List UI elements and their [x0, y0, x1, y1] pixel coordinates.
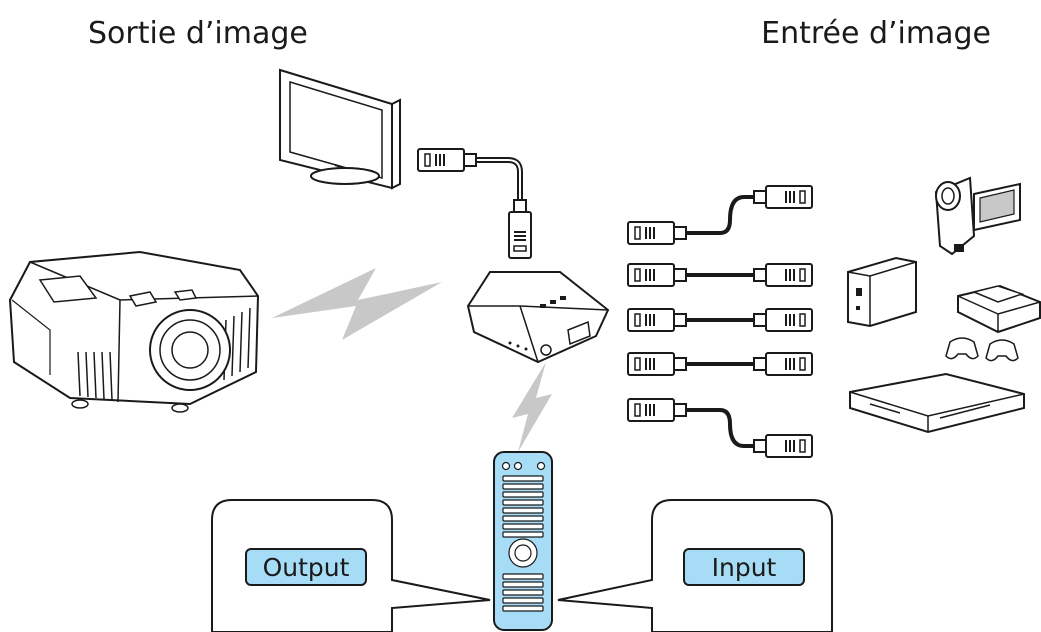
hdmi-cable-icon: [627, 352, 813, 376]
projector-icon: [8, 250, 260, 413]
output-button[interactable]: Output: [245, 548, 367, 586]
hdmi-cable-icon: [627, 308, 813, 332]
hdmi-link-box-icon: [466, 271, 610, 364]
hdmi-cable-icon: [627, 185, 813, 245]
remote-control-icon: [493, 451, 553, 631]
input-button[interactable]: Input: [683, 548, 805, 586]
wireless-signal-icon: [272, 268, 442, 340]
hdmi-cable-icon: [627, 263, 813, 287]
input-heading: Entrée d’image: [761, 16, 991, 51]
hdmi-cable-icon: [417, 148, 532, 259]
monitor-icon: [279, 68, 401, 190]
camcorder-icon: [934, 176, 1021, 256]
wireless-signal-icon: [512, 362, 552, 452]
gamepad-icon: [945, 337, 1019, 362]
hdmi-cable-icon: [627, 398, 813, 458]
output-heading: Sortie d’image: [88, 16, 308, 51]
game-console-icon: [957, 284, 1041, 334]
external-drive-icon: [847, 256, 917, 328]
bluray-player-icon: [849, 372, 1025, 434]
